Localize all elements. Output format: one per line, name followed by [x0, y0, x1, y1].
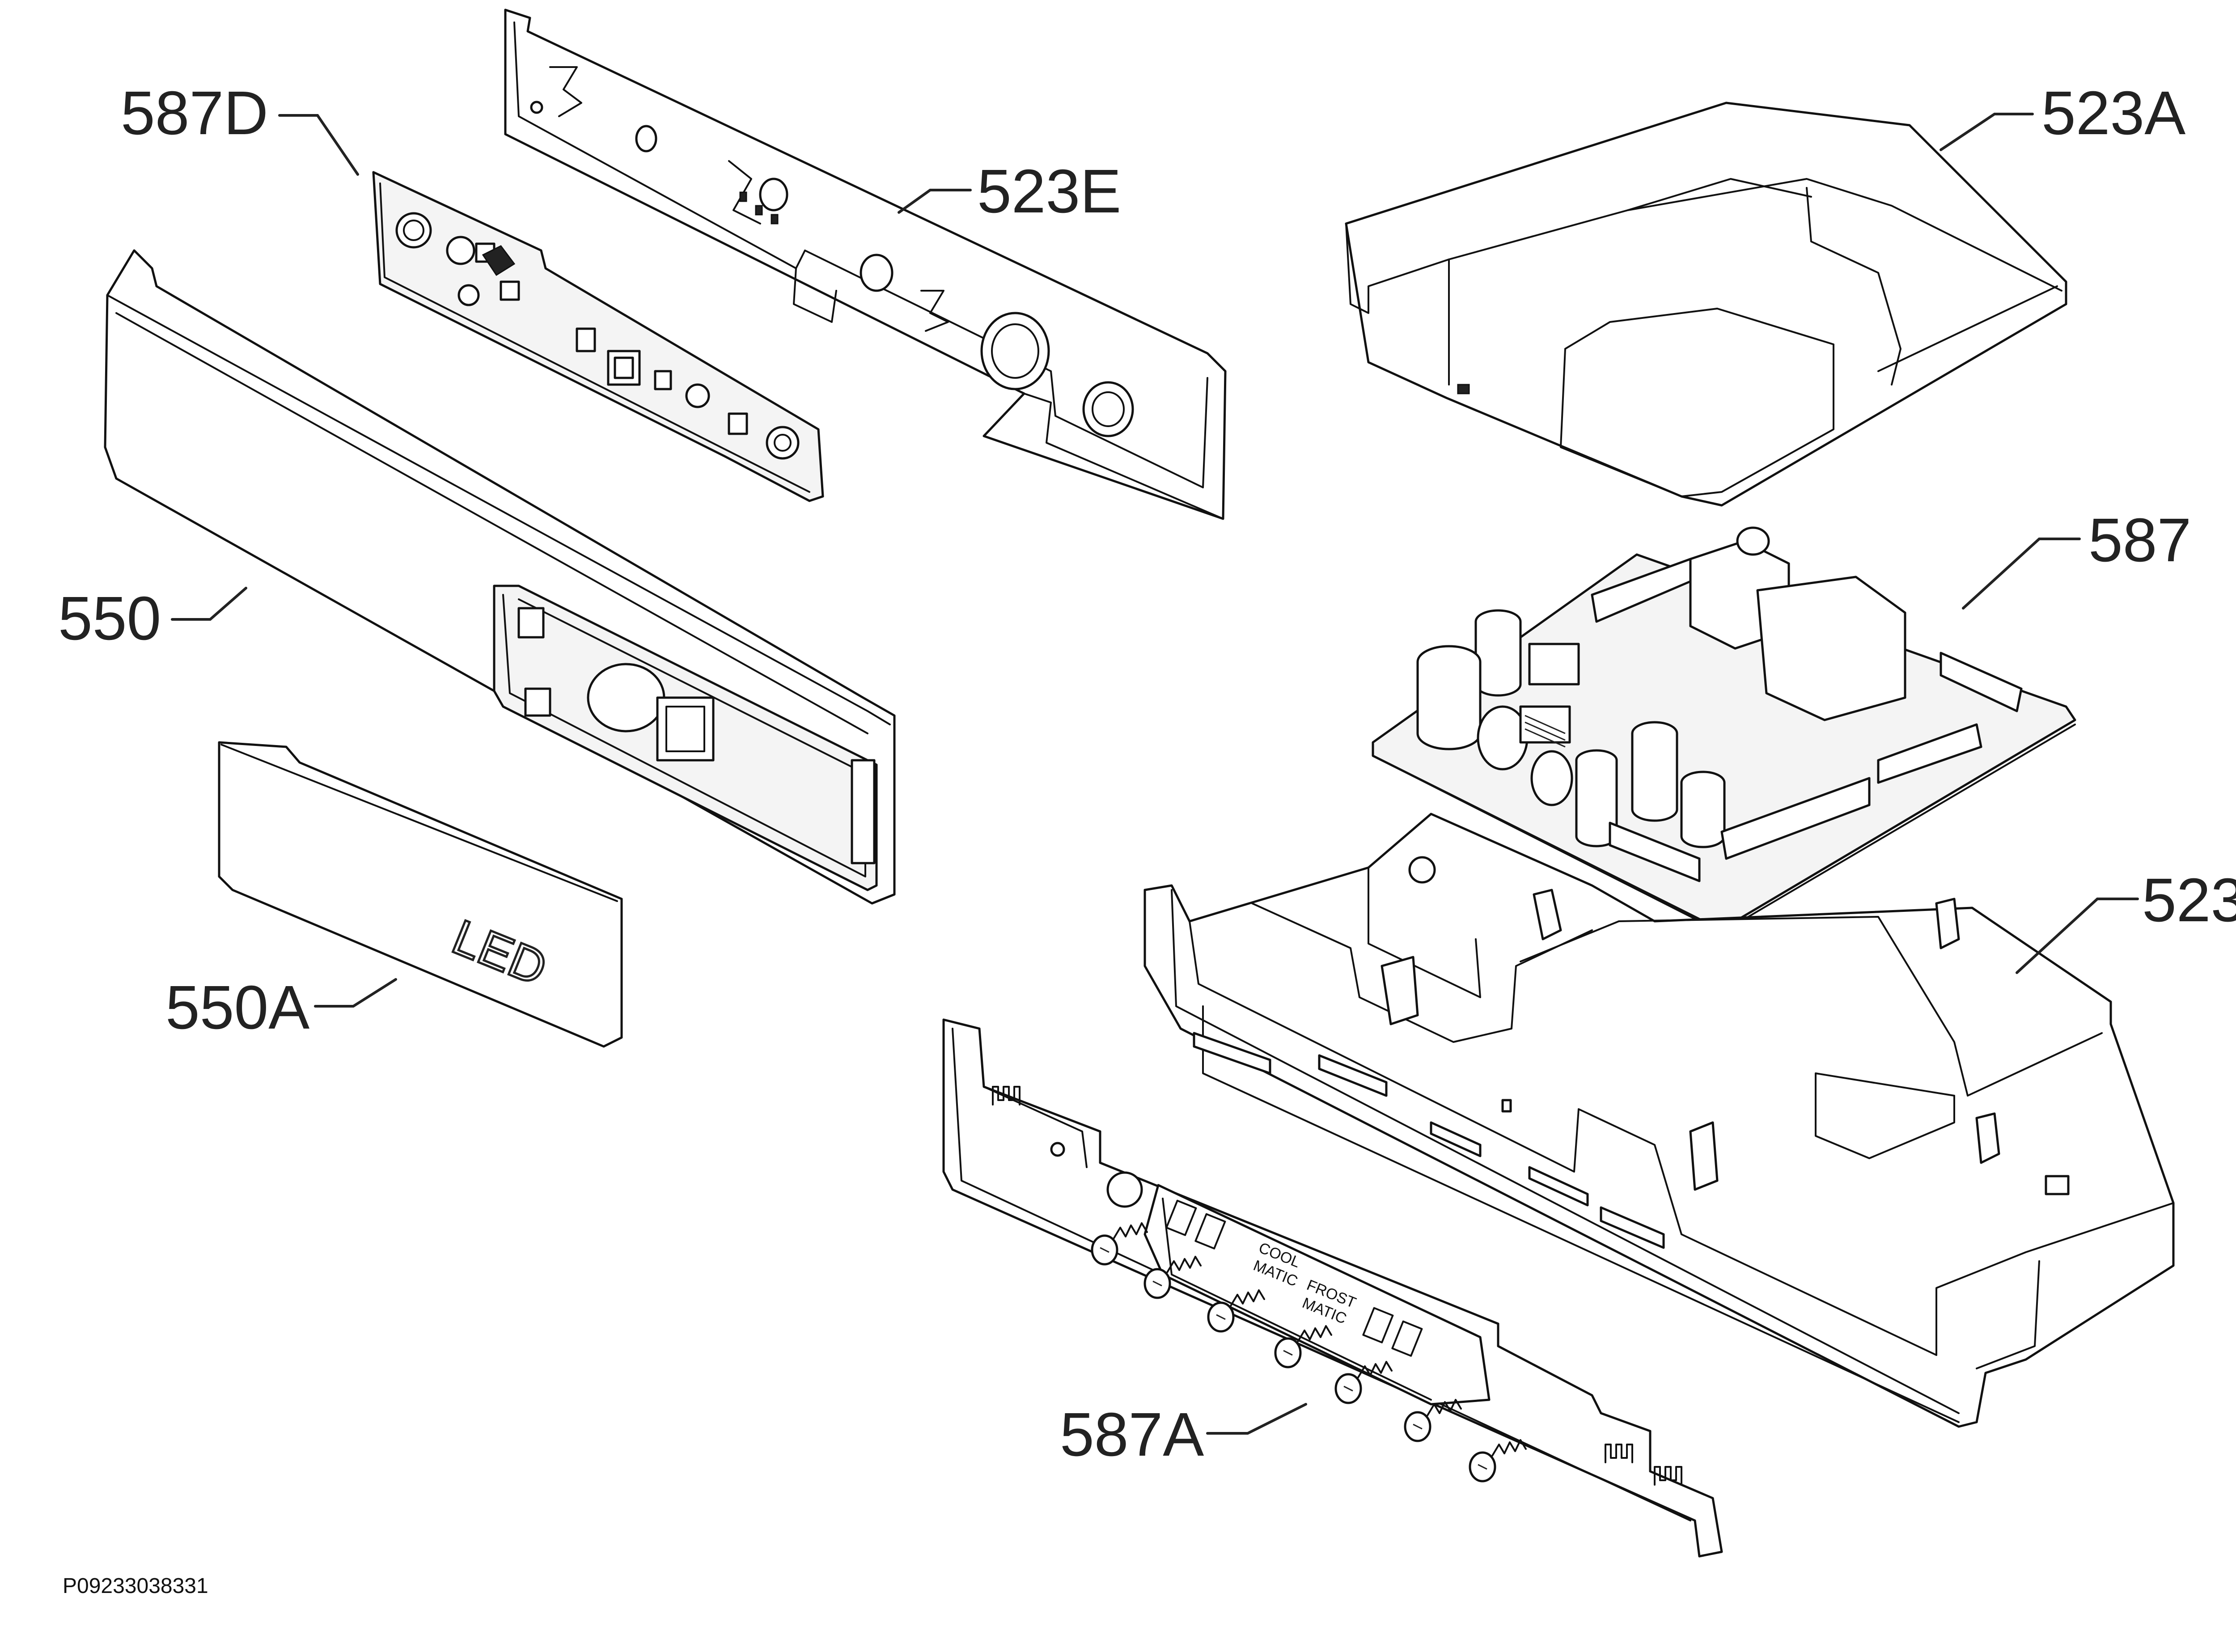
- part-587-main-pcb: [1372, 526, 2076, 933]
- callout-587D: 587D: [121, 79, 268, 148]
- push-buttons: [1091, 1222, 1527, 1483]
- leader-523: [2016, 898, 2139, 974]
- part-523E-housing-strip: [504, 8, 1227, 520]
- part-587A-display-board: COOL MATIC FROST MATIC: [942, 1018, 1723, 1558]
- reference-code: P09233038331: [63, 1574, 208, 1598]
- leader-587: [1962, 538, 2081, 610]
- leader-550A: [314, 978, 397, 1008]
- leader-550: [171, 587, 247, 621]
- callout-523A: 523A: [2041, 79, 2185, 148]
- leader-587D: [278, 114, 359, 176]
- callout-550: 550: [58, 584, 161, 653]
- callout-550A: 550A: [165, 973, 309, 1042]
- capacitors: [1416, 609, 1726, 848]
- callout-523E: 523E: [977, 157, 1121, 226]
- part-550A-led-cover: LED: [218, 741, 623, 1048]
- callout-587: 587: [2088, 506, 2191, 575]
- part-587D-led-pcb: [372, 171, 824, 502]
- leader-523E: [898, 189, 972, 214]
- leader-587A: [1206, 1403, 1307, 1435]
- part-550-front-trim: [104, 249, 896, 905]
- part-523A-box-cover: [1345, 102, 2067, 507]
- part-523-box-housing: [1143, 813, 2175, 1428]
- callout-587A: 587A: [1060, 1400, 1204, 1469]
- leader-lines: [171, 113, 2139, 1435]
- callout-523: 523: [2142, 866, 2236, 935]
- leader-523A: [1940, 113, 2034, 151]
- seven-segment-digits: [1165, 1199, 1423, 1357]
